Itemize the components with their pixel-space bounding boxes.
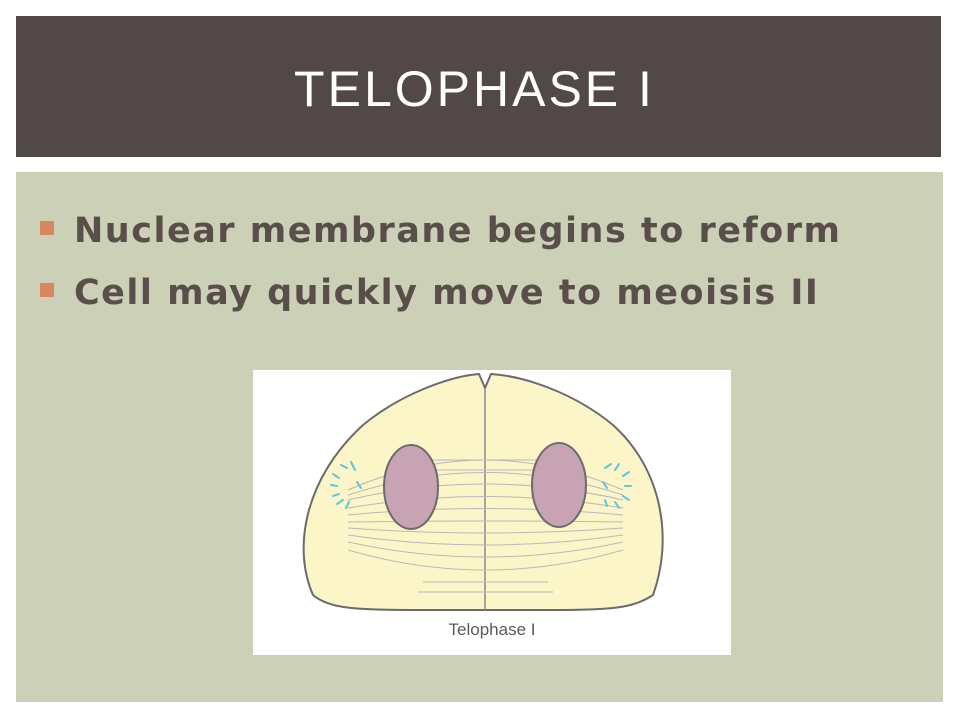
bullet-square-icon — [40, 283, 54, 297]
slide-title: TELOPHASE I — [294, 60, 655, 117]
bullet-text: Cell may quickly move to meoisis II — [74, 273, 820, 313]
telophase-diagram: Telophase I — [253, 370, 731, 655]
content-area: Nuclear membrane begins to reform Cell m… — [16, 172, 943, 702]
bullet-list: Nuclear membrane begins to reform Cell m… — [40, 200, 841, 324]
bullet-item: Cell may quickly move to meoisis II — [40, 262, 841, 324]
title-bar: TELOPHASE I — [16, 16, 941, 157]
spindle-fibers — [347, 459, 624, 593]
bullet-item: Nuclear membrane begins to reform — [40, 200, 841, 262]
cell-illustration — [302, 372, 664, 611]
nucleus-right — [531, 442, 587, 528]
nucleus-left — [383, 444, 439, 530]
bullet-square-icon — [40, 221, 54, 235]
figure-caption: Telophase I — [448, 620, 536, 639]
bullet-text: Nuclear membrane begins to reform — [74, 211, 842, 251]
aster-right — [602, 463, 632, 509]
aster-left — [330, 461, 362, 509]
